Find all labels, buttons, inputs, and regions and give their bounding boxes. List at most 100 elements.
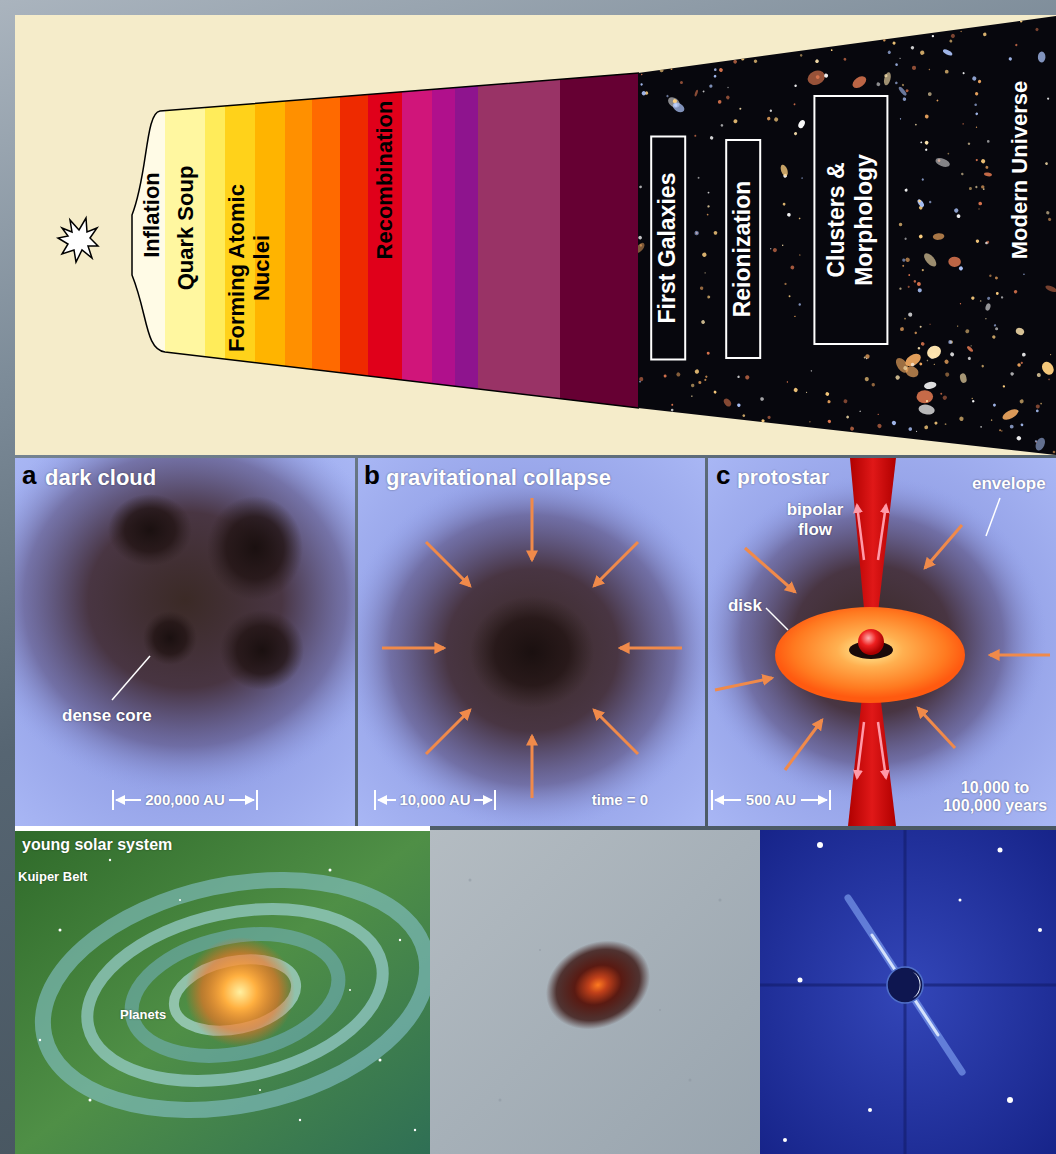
callout-label: bipolar flow (782, 500, 848, 539)
stars (1007, 1097, 1013, 1103)
galaxy (980, 158, 986, 164)
bipolar-flow (850, 458, 896, 630)
galaxy (934, 156, 951, 168)
galaxy (947, 152, 949, 154)
infall-arrow (426, 542, 470, 586)
label-text: 10,000 to 100,000 years (943, 779, 1047, 814)
panel-title: protostar (737, 465, 829, 489)
era-box: Reionization (725, 139, 761, 359)
galaxy (814, 59, 819, 64)
galaxy (727, 87, 729, 89)
galaxy (956, 214, 960, 218)
stars (179, 899, 181, 901)
disk (775, 607, 965, 703)
galaxy (718, 100, 722, 104)
galaxy (788, 295, 791, 298)
galaxy (961, 172, 964, 175)
galaxy (975, 239, 979, 243)
galaxy (864, 377, 869, 382)
galaxy (917, 347, 920, 350)
galaxy (707, 352, 710, 355)
galaxy (846, 415, 850, 419)
galaxy (1046, 211, 1050, 215)
swirl-ring (120, 916, 350, 1073)
galaxy (969, 187, 972, 190)
dimension-bar (712, 790, 830, 810)
label-text: disk (728, 596, 762, 615)
galaxy (936, 99, 939, 102)
galaxy (639, 377, 643, 381)
solar-system-panel (15, 830, 430, 1154)
galaxy (918, 234, 923, 239)
galaxy (929, 323, 931, 325)
era-band (165, 0, 205, 460)
swirl-ring (21, 847, 430, 1143)
galaxy (1040, 403, 1042, 405)
dimension-arrow (474, 799, 492, 801)
galaxy (825, 391, 830, 396)
galaxy (787, 213, 791, 217)
stars (299, 1119, 301, 1121)
galaxy (989, 274, 992, 277)
stars (39, 1039, 41, 1041)
galaxy (713, 230, 718, 235)
infall-arrows (715, 525, 1050, 770)
dimension-arrow (229, 799, 254, 801)
edge-on-disk-panel (760, 830, 1056, 1154)
label-text: Planets (120, 1007, 166, 1022)
stars (39, 859, 416, 1131)
big-bang-burst (58, 218, 98, 262)
speckle (469, 879, 472, 882)
galaxy (1035, 404, 1040, 409)
galaxy (942, 48, 953, 56)
galaxy (1013, 289, 1018, 294)
galaxy (922, 251, 939, 268)
galaxy (1045, 162, 1049, 166)
galaxy (849, 426, 854, 431)
galaxy (733, 119, 738, 124)
galaxy (953, 208, 959, 214)
stars (329, 869, 332, 872)
era-band (432, 0, 455, 460)
label-text: b (364, 460, 380, 490)
galaxy (702, 252, 708, 258)
galaxy (983, 188, 985, 190)
galaxy (1020, 20, 1023, 23)
galaxy (918, 199, 921, 202)
dense-core (207, 496, 303, 600)
infall-arrow (990, 654, 1050, 657)
label-text: Quark Soup (173, 166, 198, 291)
time-label: time = 0 (592, 791, 648, 808)
era-band (285, 0, 312, 460)
galaxy (967, 142, 970, 145)
label-text: dense core (62, 706, 152, 725)
galaxy (928, 68, 930, 70)
galaxy (927, 360, 929, 362)
stars (399, 939, 401, 941)
stars (868, 1108, 872, 1112)
galaxy (761, 419, 765, 423)
dense-core (143, 611, 197, 665)
galaxy (958, 416, 964, 422)
galaxy (907, 285, 910, 288)
stars (379, 1059, 382, 1062)
galaxy (699, 286, 703, 290)
era-label: Inflation (139, 172, 164, 258)
galaxy (950, 33, 956, 39)
galaxy (1048, 218, 1052, 222)
infall-arrow (594, 710, 638, 754)
galaxy (974, 103, 977, 106)
galaxy (671, 408, 674, 411)
galaxy (984, 172, 993, 177)
galaxy-field (638, 16, 1056, 455)
galaxy (824, 73, 829, 78)
galaxy (975, 159, 978, 162)
outflow-arrow (857, 722, 864, 778)
galaxy (904, 317, 906, 319)
galaxy (985, 303, 992, 312)
box-text: Clusters & Morphology (823, 135, 878, 305)
disk-streak (872, 935, 938, 1035)
galaxy (883, 72, 892, 86)
